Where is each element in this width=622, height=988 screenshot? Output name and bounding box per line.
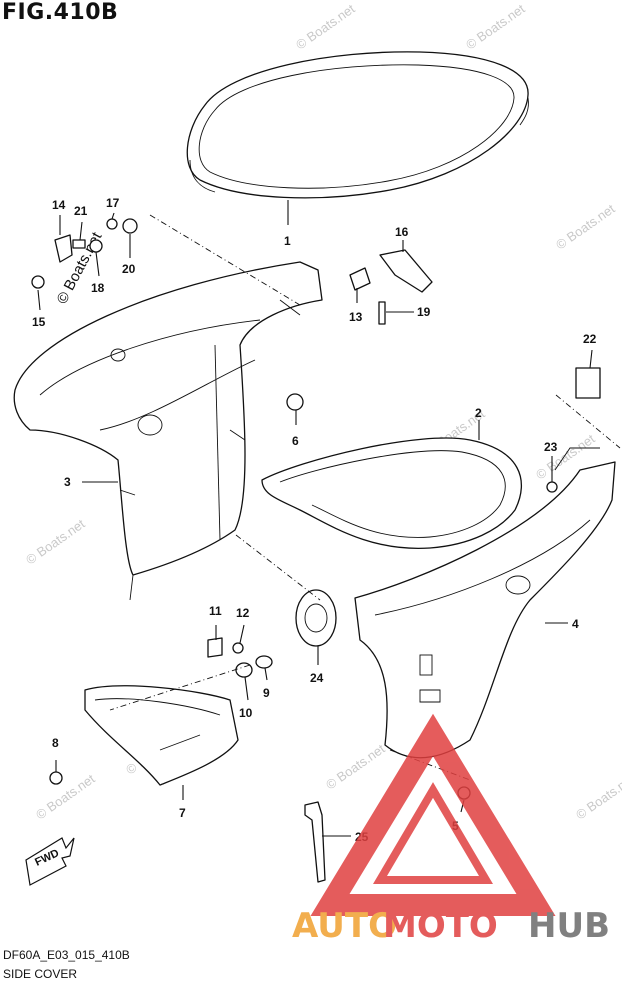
part-3-side-cover-left (13, 261, 323, 601)
leader-lines (37, 200, 593, 837)
part-7-lower-cover (84, 685, 239, 786)
logo-text-hub: HUB (528, 906, 610, 946)
watermark-text: © Boats.net (33, 771, 98, 823)
callout-3: 3 (64, 475, 71, 489)
callout-12: 12 (236, 606, 250, 620)
fwd-arrow: FWD (25, 837, 75, 886)
callout-21: 21 (74, 204, 88, 218)
callout-7: 7 (179, 806, 186, 820)
part-2-frame (261, 437, 523, 550)
part-25-tie-strap (304, 801, 326, 883)
part-4-side-cover-right (354, 447, 616, 759)
callout-14: 14 (52, 198, 66, 212)
callout-22: 22 (583, 332, 597, 346)
callout-18: 18 (91, 281, 105, 295)
callout-24: 24 (310, 671, 324, 685)
callout-2: 2 (475, 406, 482, 420)
callout-16: 16 (395, 225, 409, 239)
watermark-text: © Boats.net (463, 1, 528, 53)
callout-1: 1 (284, 234, 291, 248)
watermark-text: © Boats.net (23, 516, 88, 568)
figure-code: DF60A_E03_015_410B (3, 948, 130, 962)
callout-13: 13 (349, 310, 363, 324)
callout-23: 23 (544, 440, 558, 454)
logo-text-auto: AUTO (292, 906, 397, 946)
assembly-lines (109, 214, 621, 781)
part-24-grommet (295, 589, 337, 647)
watermark-text: © Boats.net (553, 201, 618, 253)
callout-8: 8 (52, 736, 59, 750)
watermark-text: © Boats.net (573, 771, 622, 823)
callout-9: 9 (263, 686, 270, 700)
part-1-seal (186, 51, 529, 199)
callout-20: 20 (122, 262, 136, 276)
logo-text-moto: MOTO (383, 906, 498, 946)
callout-10: 10 (239, 706, 253, 720)
callout-4: 4 (572, 617, 579, 631)
watermark-logo: AUTO MOTO HUB (292, 713, 610, 946)
callout-6: 6 (292, 434, 299, 448)
small-hardware (31, 218, 601, 800)
callout-11: 11 (209, 604, 222, 618)
watermark-text: © Boats.net (293, 1, 358, 53)
figure-name: SIDE COVER (3, 967, 78, 981)
callout-19: 19 (417, 305, 431, 319)
figure-title: FIG.410B (2, 0, 119, 25)
callout-15: 15 (32, 315, 46, 329)
watermark-text: © Boats.net (323, 741, 388, 793)
callout-17: 17 (106, 196, 120, 210)
